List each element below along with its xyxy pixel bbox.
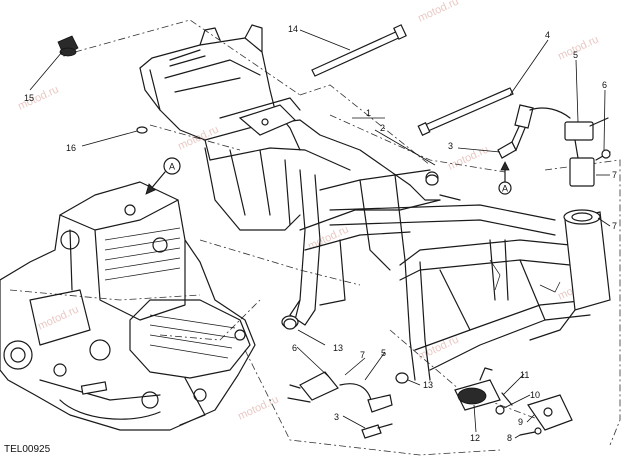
reference-markers: A A <box>145 157 512 195</box>
small-parts <box>57 35 611 439</box>
callout-13: 13 <box>423 380 433 390</box>
arrow-head-icon <box>145 183 156 195</box>
callout-1: 1 <box>366 108 371 118</box>
alignment-line <box>199 239 361 286</box>
callout-5: 5 <box>573 50 578 60</box>
watermark: motod.ru <box>16 83 60 112</box>
reference-circle-a <box>498 181 512 195</box>
callout-7: 7 <box>612 221 617 231</box>
engine-assembly <box>0 181 256 431</box>
callout-13: 13 <box>333 343 343 353</box>
rods <box>311 24 514 137</box>
alignment-line <box>544 159 621 446</box>
callout-12: 12 <box>470 433 480 443</box>
callout-8: 8 <box>507 433 512 443</box>
callout-3: 3 <box>448 141 453 151</box>
callout-6: 6 <box>602 80 607 90</box>
alignment-line <box>149 124 241 151</box>
callout-6: 6 <box>292 343 297 353</box>
callout-16: 16 <box>66 143 76 153</box>
callout-7: 7 <box>612 170 617 180</box>
callout-5: 5 <box>381 348 386 358</box>
callout-10: 10 <box>530 390 540 400</box>
alignment-line <box>329 114 506 173</box>
callout-4: 4 <box>545 30 550 40</box>
callouts: 15 16 14 1 2 3 4 5 6 7 7 6 13 7 5 13 3 1… <box>24 24 617 443</box>
diagram-code: TEL00925 <box>4 444 51 455</box>
watermark: motod.ru <box>556 33 600 62</box>
watermark: motod.ru <box>416 0 460 25</box>
alignment-line <box>244 349 501 456</box>
callout-7: 7 <box>360 350 365 360</box>
callout-14: 14 <box>288 24 298 34</box>
arrow-head-icon <box>500 161 510 171</box>
callout-2: 2 <box>380 123 385 133</box>
callout-11: 11 <box>520 370 529 380</box>
callout-15: 15 <box>24 93 34 103</box>
frame-assembly <box>139 24 611 381</box>
alignment-line <box>74 19 301 96</box>
leader-lines <box>29 29 611 439</box>
alignment-line <box>159 299 261 341</box>
alignment-line <box>9 289 201 301</box>
alignment-line <box>299 84 431 166</box>
reference-circle-a <box>163 157 181 175</box>
watermark: motod.ru <box>36 303 80 332</box>
reference-label-a: A <box>169 162 175 172</box>
reference-label-a: A <box>502 184 508 194</box>
callout-9: 9 <box>518 417 523 427</box>
callout-3: 3 <box>334 412 339 422</box>
